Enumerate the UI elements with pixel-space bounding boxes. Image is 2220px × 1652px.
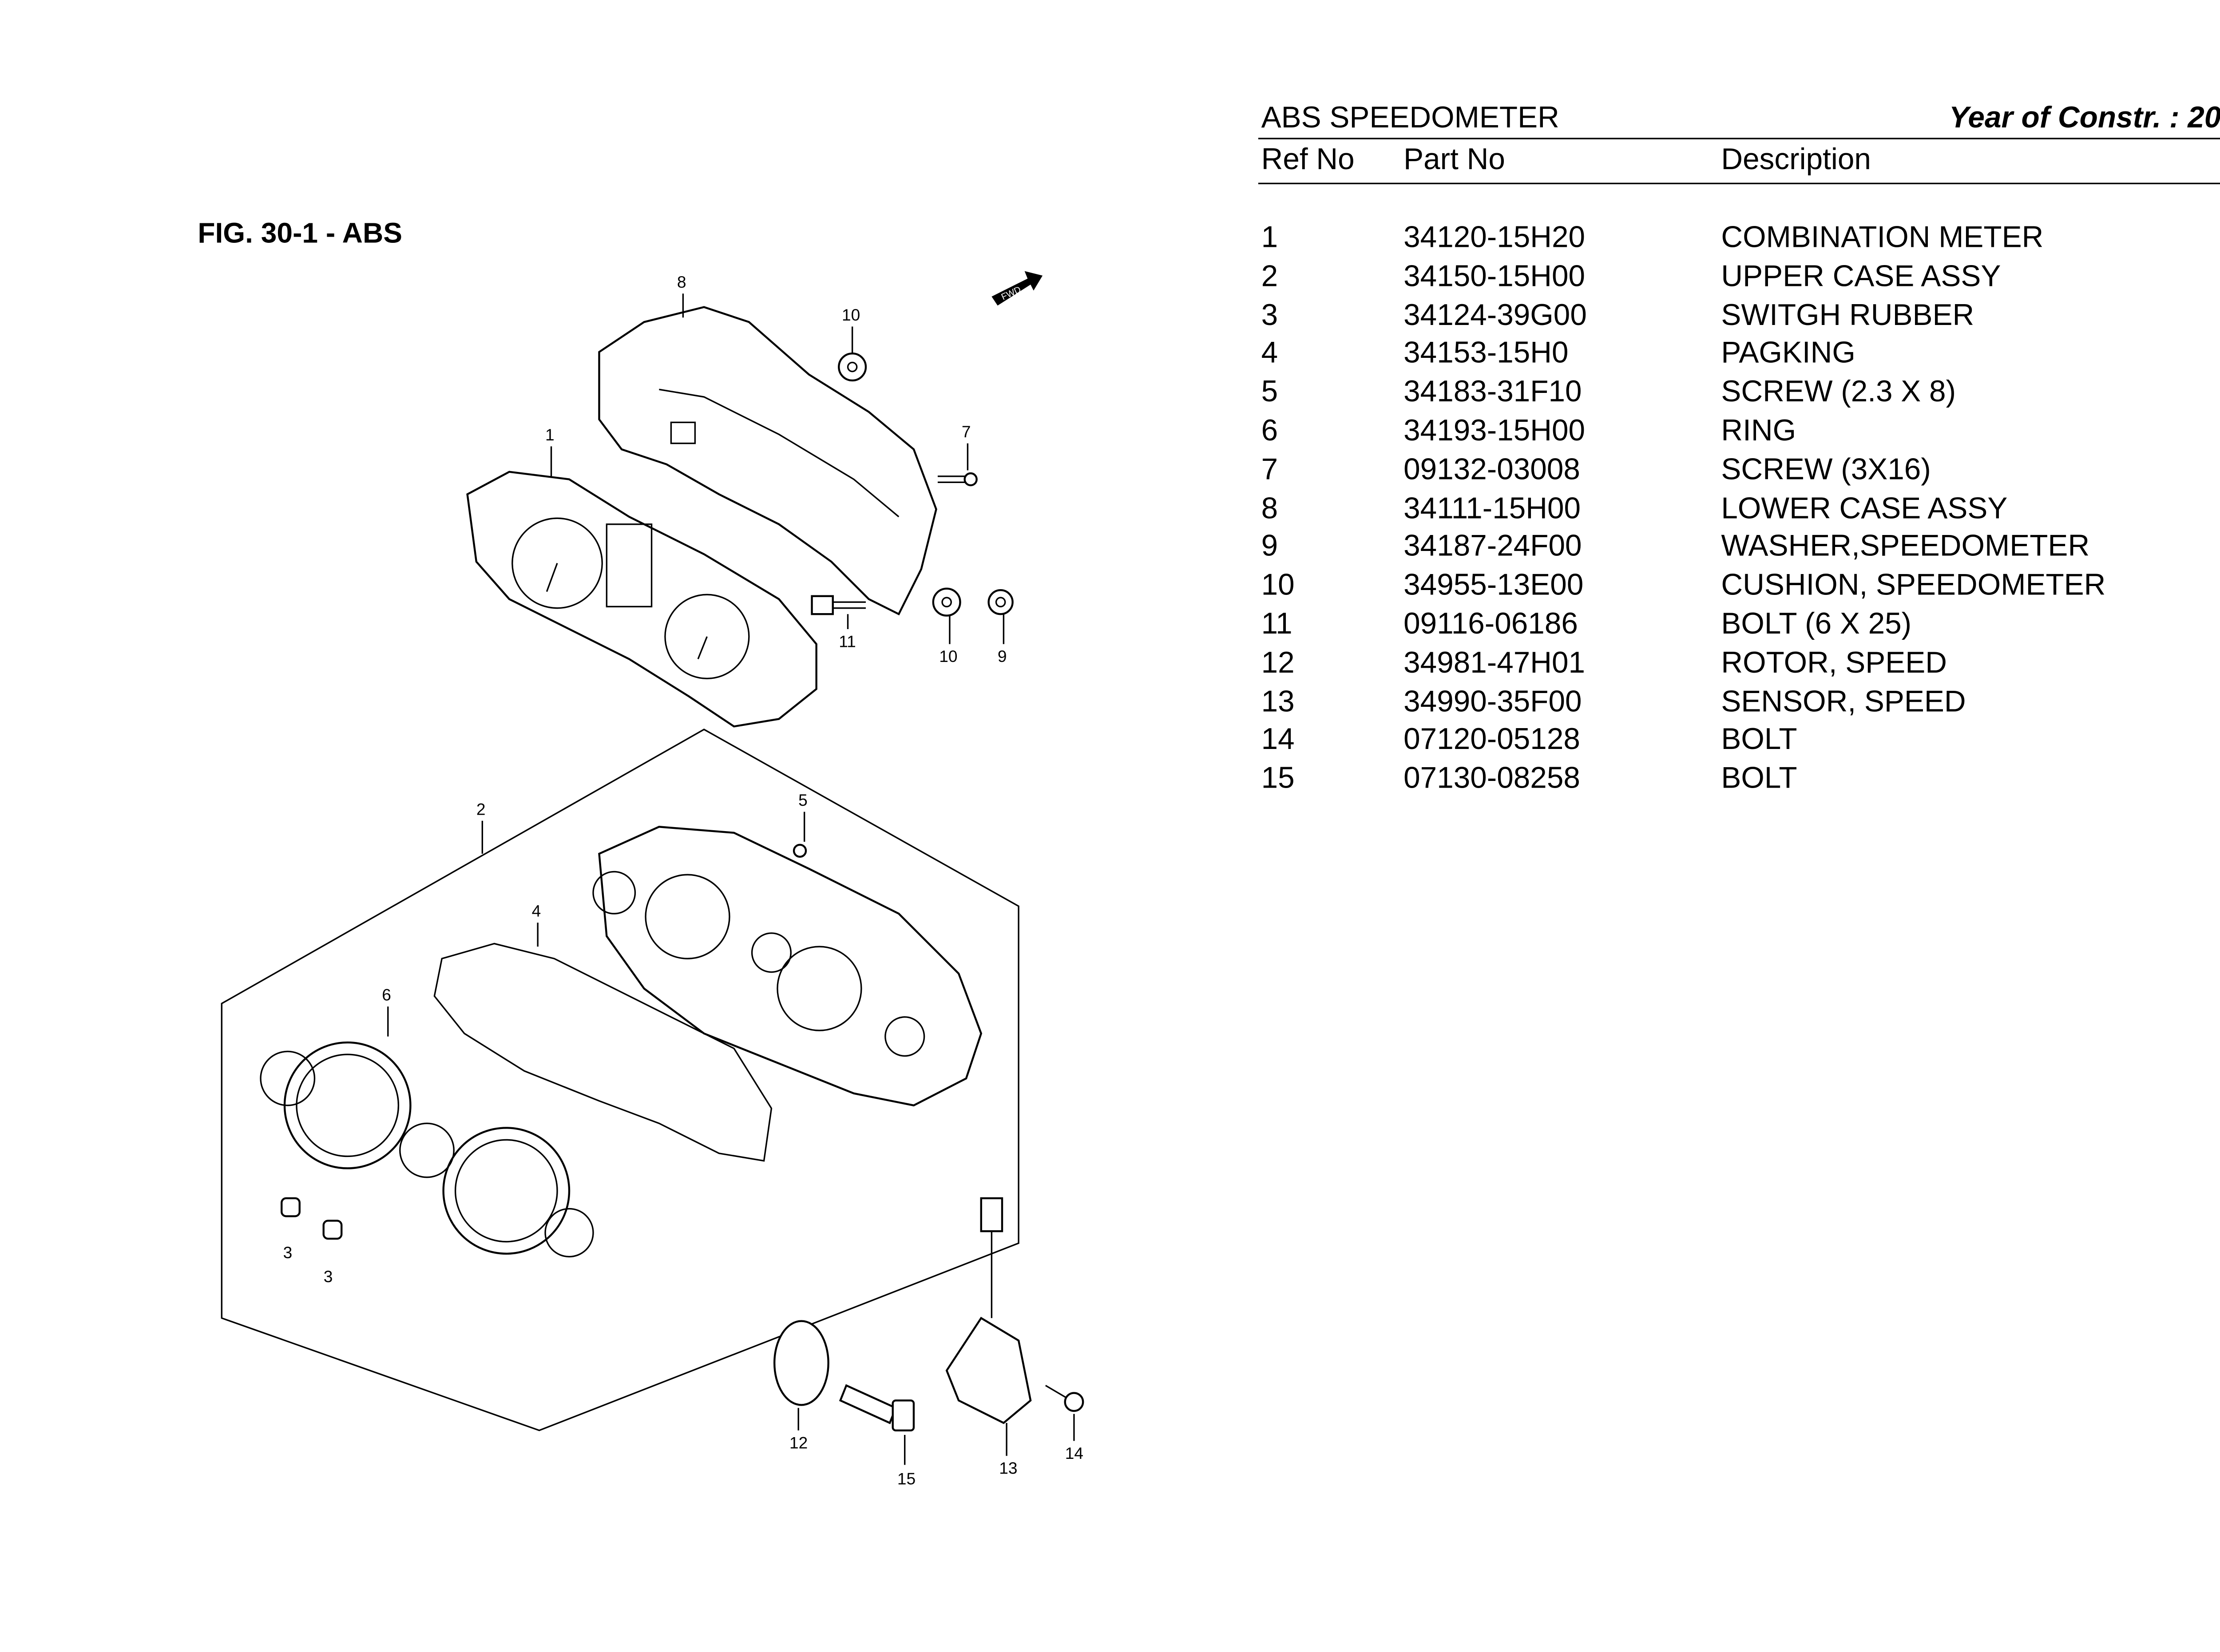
combination-meter-part[interactable] (466, 471, 817, 728)
callout-9: 9 (998, 647, 1007, 666)
part-no-cell: 09132-03008 (1403, 453, 1580, 487)
part-no-cell: 34183-31F10 (1403, 376, 1582, 409)
table-row[interactable]: 15 07130-08258 BOLT (1258, 763, 2220, 801)
lower-case-assy-part[interactable] (598, 306, 937, 616)
ref-no-cell: 4 (1261, 337, 1278, 371)
col-description: Description (1721, 143, 1871, 177)
section-header: ABS SPEEDOMETER Year of Constr. : 2013 (1258, 99, 2220, 139)
ref-no-cell: 13 (1261, 685, 1295, 718)
ref-no-cell: 2 (1261, 260, 1278, 293)
table-row[interactable]: 6 34193-15H00 RING (1258, 415, 2220, 453)
callout-10: 10 (842, 305, 860, 324)
packing-part[interactable] (433, 943, 773, 1162)
table-row[interactable]: 1 34120-15H20 COMBINATION METER (1258, 222, 2220, 260)
callout-7: 7 (962, 422, 971, 441)
description-cell: UPPER CASE ASSY (1721, 260, 2001, 293)
ring-part[interactable] (260, 1041, 594, 1258)
description-cell: WASHER,SPEEDOMETER (1721, 531, 2090, 564)
ref-no-cell: 5 (1261, 376, 1278, 409)
table-row[interactable]: 9 34187-24F00 WASHER,SPEEDOMETER (1258, 531, 2220, 570)
part-no-cell: 34193-15H00 (1403, 415, 1586, 448)
table-row[interactable]: 12 34981-47H01 ROTOR, SPEED (1258, 647, 2220, 685)
callout-15: 15 (897, 1469, 916, 1488)
table-row[interactable]: 13 34990-35F00 SENSOR, SPEED (1258, 685, 2220, 724)
table-header: Ref No Part No Description (1258, 141, 2220, 184)
part-no-cell: 34955-13E00 (1403, 569, 1584, 602)
part-no-cell: 34153-15H0 (1403, 337, 1569, 371)
description-cell: BOLT (1721, 724, 1797, 757)
description-cell: SCREW (3X16) (1721, 453, 1931, 487)
part-no-cell: 34120-15H20 (1403, 222, 1586, 255)
table-row[interactable]: 10 34955-13E00 CUSHION, SPEEDOMETER (1258, 570, 2220, 608)
upper-case-assy-part[interactable] (598, 826, 983, 1107)
callout-2: 2 (476, 800, 486, 818)
table-row[interactable]: 7 09132-03008 SCREW (3X16) (1258, 453, 2220, 492)
callout-8: 8 (677, 273, 686, 291)
part-no-cell: 34981-47H01 (1403, 646, 1586, 680)
table-row[interactable]: 3 34124-39G00 SWITGH RUBBER (1258, 299, 2220, 337)
ref-no-cell: 1 (1261, 222, 1278, 255)
callout-12: 12 (789, 1433, 808, 1452)
ref-no-cell: 9 (1261, 531, 1278, 564)
callout-13: 13 (999, 1459, 1017, 1478)
part-no-cell: 07130-08258 (1403, 762, 1580, 796)
callout-1: 1 (545, 425, 555, 444)
ref-no-cell: 14 (1261, 724, 1295, 757)
ref-no-cell: 15 (1261, 762, 1295, 796)
part-no-cell: 34990-35F00 (1403, 685, 1582, 718)
callout-3: 3 (283, 1243, 293, 1262)
description-cell: ROTOR, SPEED (1721, 646, 1947, 680)
table-row[interactable]: 14 07120-05128 BOLT (1258, 724, 2220, 763)
speed-sensor-part[interactable] (945, 1316, 1032, 1424)
figure-title: FIG. 30-1 - ABS (198, 218, 402, 250)
upper-case-outline (221, 729, 1019, 1431)
ref-no-cell: 10 (1261, 569, 1295, 602)
description-cell: RING (1721, 415, 1796, 448)
part-no-cell: 34187-24F00 (1403, 531, 1582, 564)
table-row[interactable]: 4 34153-15H0 PAGKING (1258, 337, 2220, 376)
ref-no-cell: 6 (1261, 415, 1278, 448)
part-no-cell: 34150-15H00 (1403, 260, 1586, 293)
description-cell: SWITGH RUBBER (1721, 299, 1974, 332)
description-cell: SCREW (2.3 X 8) (1721, 376, 1956, 409)
callout-14: 14 (1065, 1444, 1083, 1462)
callout-3: 3 (324, 1267, 333, 1286)
ref-no-cell: 7 (1261, 453, 1278, 487)
callout-6: 6 (382, 986, 391, 1004)
callout-10: 10 (939, 647, 957, 666)
col-part-no: Part No (1403, 143, 1505, 177)
ref-no-cell: 3 (1261, 299, 1278, 332)
exploded-diagram: FWD (221, 271, 1084, 1488)
parts-table: 1 34120-15H20 COMBINATION METER 2 34150-15H0… (1258, 222, 2220, 801)
callout-11: 11 (839, 632, 856, 650)
ref-no-cell: 11 (1261, 608, 1292, 641)
description-cell: CUSHION, SPEEDOMETER (1721, 569, 2106, 602)
description-cell: SENSOR, SPEED (1721, 685, 1966, 718)
col-ref-no: Ref No (1261, 143, 1355, 177)
table-row[interactable]: 11 09116-06186 BOLT (6 X 25) (1258, 608, 2220, 647)
description-cell: BOLT (6 X 25) (1721, 608, 1912, 641)
table-row[interactable]: 5 34183-31F10 SCREW (2.3 X 8) (1258, 376, 2220, 415)
callout-5: 5 (798, 791, 808, 809)
table-row[interactable]: 8 34111-15H00 LOWER CASE ASSY (1258, 492, 2220, 531)
part-no-cell: 09116-06186 (1403, 608, 1578, 641)
table-row[interactable]: 2 34150-15H00 UPPER CASE ASSY (1258, 260, 2220, 299)
description-cell: BOLT (1721, 762, 1797, 796)
description-cell: LOWER CASE ASSY (1721, 492, 2008, 525)
part-no-cell: 34111-15H00 (1403, 492, 1581, 525)
speed-rotor-part[interactable] (773, 1320, 829, 1406)
part-no-cell: 34124-39G00 (1403, 299, 1587, 332)
fwd-arrow-icon: FWD (991, 271, 1043, 306)
year-of-construction: Year of Constr. : 2013 (1949, 102, 2220, 135)
description-cell: PAGKING (1721, 337, 1855, 371)
part-no-cell: 07120-05128 (1403, 724, 1580, 757)
section-title: ABS SPEEDOMETER (1261, 102, 1559, 135)
description-cell: COMBINATION METER (1721, 222, 2044, 255)
ref-no-cell: 8 (1261, 492, 1278, 525)
callout-4: 4 (532, 902, 541, 920)
ref-no-cell: 12 (1261, 646, 1295, 680)
